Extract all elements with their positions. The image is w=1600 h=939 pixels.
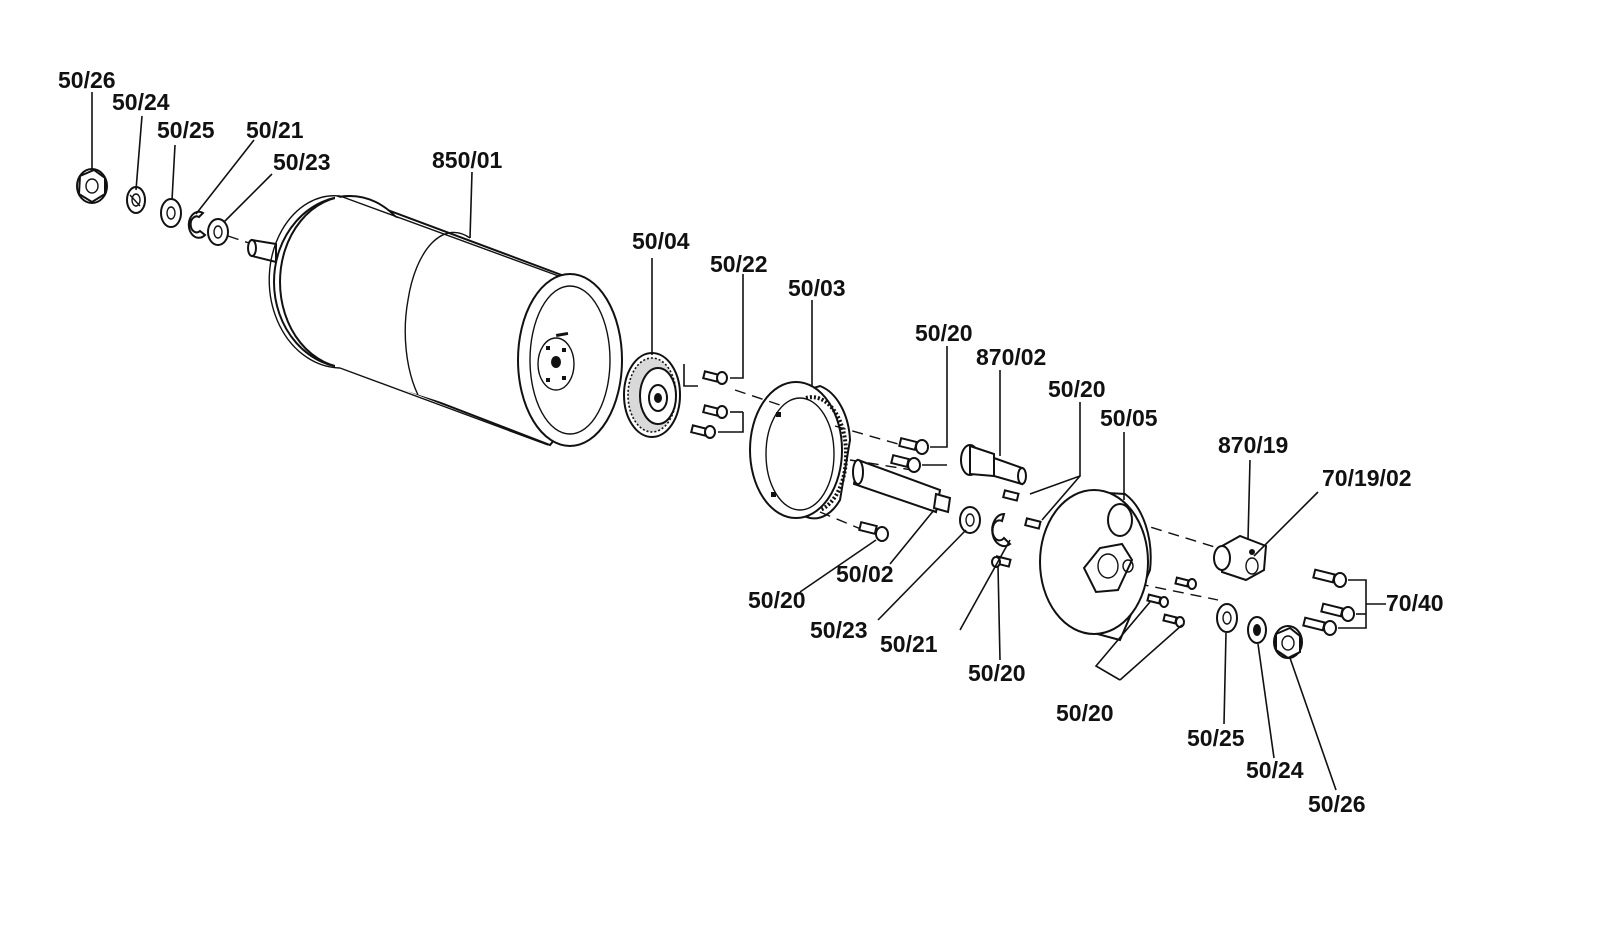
screw-50-20-mid-c: [991, 555, 1012, 568]
flat-washer-left: [160, 198, 182, 228]
screw-50-20-mid-a: [1002, 489, 1020, 502]
motor-housing: [247, 194, 623, 447]
label-50-21-centre: 50/21: [880, 631, 938, 657]
screw-70-40-b: [1320, 602, 1355, 622]
label-50-23-centre: 50/23: [810, 617, 868, 643]
ring-gear-housing: [749, 381, 852, 520]
screw-50-22-b: [702, 404, 728, 419]
label-50-26-right: 50/26: [1308, 791, 1366, 817]
washer-left-2: [207, 218, 229, 246]
bracket-part: [1213, 534, 1268, 582]
hex-nut-right: [1273, 625, 1303, 660]
screw-50-20-mid-b: [1024, 517, 1042, 530]
label-50-04: 50/04: [632, 228, 690, 254]
gear-part: [623, 352, 681, 438]
label-70-40: 70/40: [1386, 590, 1444, 616]
retaining-clip-left: [187, 210, 207, 239]
screw-70-40-c: [1302, 616, 1337, 636]
screw-50-20-upper-b: [890, 453, 921, 473]
pinion-gear: [960, 444, 1027, 486]
label-850-01: 850/01: [432, 147, 503, 173]
label-870-02: 870/02: [976, 344, 1046, 370]
screw-50-22-a: [702, 370, 728, 385]
label-50-20-bottom-centre: 50/20: [968, 660, 1026, 686]
label-50-03: 50/03: [788, 275, 846, 301]
label-50-22: 50/22: [710, 251, 768, 277]
flat-washer-right: [1216, 603, 1238, 633]
screw-70-40-a: [1312, 568, 1347, 588]
drive-shaft: [852, 458, 952, 514]
label-50-20-lower-left: 50/20: [748, 587, 806, 613]
spring-washer-left: [126, 186, 146, 214]
label-50-24-left: 50/24: [112, 89, 170, 115]
screw-50-20-upper-a: [898, 436, 929, 455]
screw-50-20-lower-left: [858, 520, 889, 542]
label-50-25-left: 50/25: [157, 117, 215, 143]
end-cap: [1039, 489, 1152, 642]
label-70-19-02: 70/19/02: [1322, 465, 1412, 491]
screw-50-20-right-a: [1174, 576, 1197, 590]
leader-lines: [91, 92, 1386, 791]
label-50-26-left: 50/26: [58, 67, 116, 93]
retaining-clip-centre: [991, 512, 1012, 547]
label-50-21-left: 50/21: [246, 117, 304, 143]
label-50-20-upper-right: 50/20: [1048, 376, 1106, 402]
label-50-24-right: 50/24: [1246, 757, 1304, 783]
label-50-20-bottom-right: 50/20: [1056, 700, 1114, 726]
label-50-25-right: 50/25: [1187, 725, 1245, 751]
screw-50-20-right-b: [1146, 593, 1169, 608]
spring-washer-right: [1247, 616, 1267, 644]
label-50-05: 50/05: [1100, 405, 1158, 431]
hex-nut-left: [76, 168, 108, 204]
label-50-20-top: 50/20: [915, 320, 973, 346]
label-50-02: 50/02: [836, 561, 894, 587]
label-870-19: 870/19: [1218, 432, 1288, 458]
screw-50-22-c: [690, 424, 716, 439]
label-50-23-left: 50/23: [273, 149, 331, 175]
washer-centre: [959, 506, 981, 534]
